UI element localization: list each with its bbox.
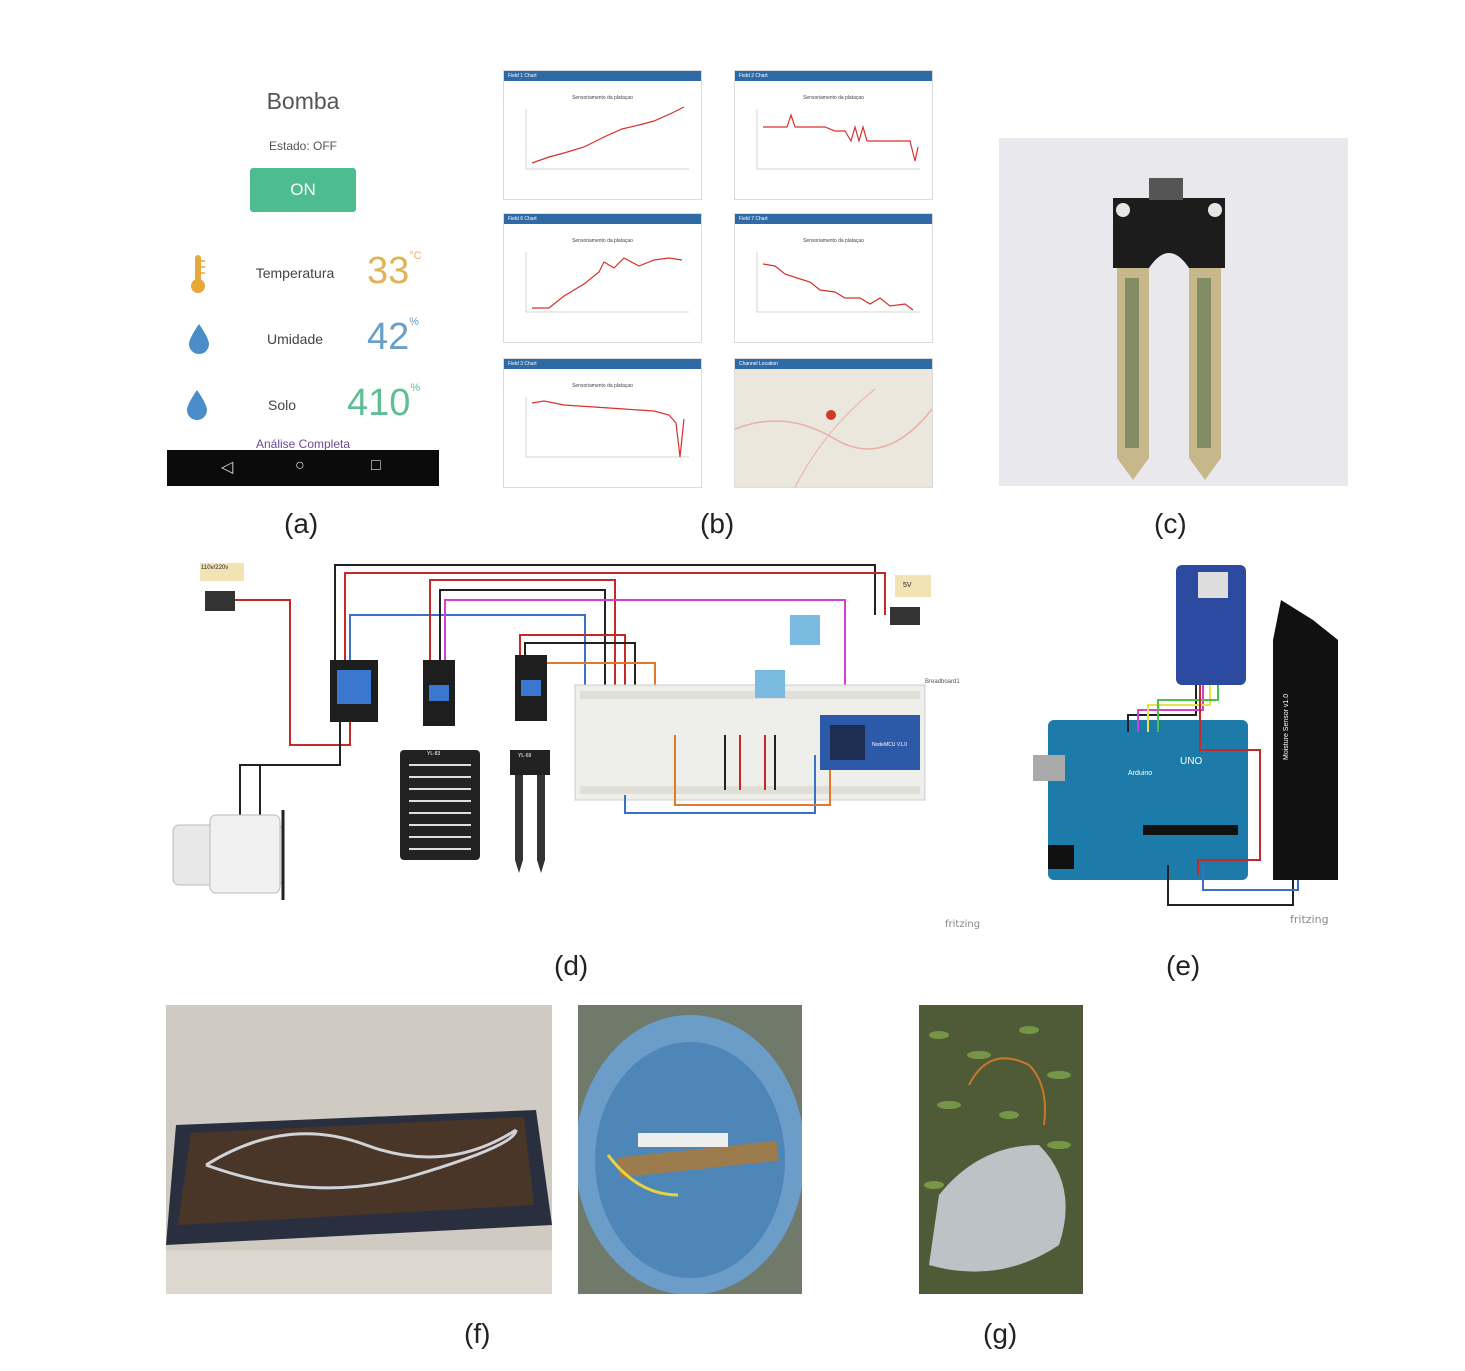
- field-chart: [756, 109, 920, 170]
- rain-sensor-label: YL-83: [427, 751, 441, 757]
- soil-sensor-label: YL-69: [518, 753, 532, 759]
- soil-label: Solo: [267, 397, 297, 413]
- resistive-probe: [1113, 178, 1225, 480]
- humidity-value: 42%: [367, 316, 420, 358]
- circuit-wiring: [172, 563, 931, 900]
- arduino-wiring: [1033, 565, 1338, 906]
- field-chart-widget: Field 3 Chart Sensoriamento da plataçao: [503, 358, 702, 488]
- phone-app-screenshot: Bomba Estado: OFF ON Temperatura 33°C Um…: [167, 70, 439, 486]
- android-nav-bar: ◁ ○ □: [167, 450, 439, 486]
- field-chart: [756, 252, 920, 313]
- bucket-illustration: [578, 1005, 802, 1294]
- caption-c: (c): [1154, 508, 1187, 539]
- caption-d: (d): [554, 950, 589, 981]
- field-chart-widget: Field 7 Chart Sensoriamento da plataçao: [734, 213, 933, 343]
- field-chart: [525, 106, 689, 170]
- caption-a: (a): [284, 508, 319, 539]
- field-chart-widget: Field 1 Chart Sensoriamento da plataçao: [503, 70, 702, 200]
- temperature-label: Temperatura: [255, 265, 335, 281]
- planter-illustration: [166, 1005, 552, 1294]
- widget-header: Field 3 Chart: [504, 359, 701, 369]
- widget-header: Field 6 Chart: [504, 214, 701, 224]
- thermometer-icon: [191, 255, 205, 293]
- temperature-row: Temperatura 33°C: [167, 248, 439, 298]
- pump-state: Estado: OFF: [268, 139, 338, 153]
- caption-e: (e): [1166, 950, 1201, 981]
- thingspeak-dashboard: Field 1 Chart Sensoriamento da plataçao …: [503, 70, 933, 488]
- field-chart-widget: Field 2 Chart Sensoriamento da plataçao: [734, 70, 933, 200]
- fritzing-watermark: fritzing: [945, 919, 981, 930]
- water-drop-icon: [187, 390, 207, 420]
- widget-header: Field 7 Chart: [735, 214, 932, 224]
- field-chart-widget: Field 6 Chart Sensoriamento da plataçao: [503, 213, 702, 343]
- caption-f: (f): [464, 1318, 491, 1349]
- widget-chart-title: Sensoriamento da plataçao: [572, 238, 633, 244]
- caption-g: (g): [983, 1318, 1018, 1349]
- field-sensor-photo: [919, 1005, 1083, 1294]
- planter-box-photo: [166, 1005, 552, 1294]
- nodemcu-circuit-diagram: 110v/220v 5V Breadboard1 YL-83 YL-69 Nod…: [165, 555, 980, 935]
- pump-on-button[interactable]: ON: [250, 168, 356, 212]
- electronics-bucket-photo: [578, 1005, 802, 1294]
- arduino-circuit-diagram: UNO Arduino Capacitive Soil Moisture Sen…: [1028, 560, 1348, 930]
- recent-apps-icon[interactable]: □: [371, 457, 381, 474]
- soil-row: Solo 410%: [167, 380, 439, 430]
- field-chart: [525, 252, 689, 313]
- dc-power-label: 5V: [903, 582, 912, 589]
- arduino-brand: Arduino: [1128, 770, 1153, 777]
- channel-location-widget: Channel Location: [734, 358, 933, 488]
- ac-power-label: 110v/220v: [201, 565, 229, 571]
- soil-moisture-probe-photo: [999, 138, 1348, 486]
- humidity-row: Umidade 42%: [167, 314, 439, 364]
- uno-label: UNO: [1180, 756, 1203, 767]
- app-title: Bomba: [266, 88, 340, 114]
- water-drop-icon: [189, 324, 209, 354]
- widget-chart-title: Sensoriamento da plataçao: [803, 238, 864, 244]
- sensor-label-line1: Capacitive Soil: [1258, 667, 1267, 720]
- breadboard-label: Breadboard1: [925, 679, 960, 685]
- widget-header: Field 1 Chart: [504, 71, 701, 81]
- widget-chart-title: Sensoriamento da plataçao: [572, 95, 633, 101]
- location-map: [735, 369, 932, 487]
- field-chart: [525, 397, 689, 458]
- back-icon[interactable]: ◁: [221, 459, 234, 476]
- fritzing-watermark: fritzing: [1290, 913, 1329, 926]
- humidity-label: Umidade: [266, 331, 324, 347]
- home-icon[interactable]: ○: [295, 457, 305, 474]
- sensor-label-line2: Moisture Sensor v1.0: [1283, 693, 1290, 760]
- widget-chart-title: Sensoriamento da plataçao: [572, 383, 633, 389]
- temperature-value: 33°C: [367, 250, 422, 292]
- caption-b: (b): [700, 508, 735, 539]
- nodemcu-label: NodeMCU V1.0: [872, 742, 908, 748]
- field-illustration: [919, 1005, 1083, 1294]
- full-analysis-link[interactable]: Análise Completa: [255, 437, 351, 451]
- widget-header: Channel Location: [735, 359, 932, 369]
- widget-header: Field 2 Chart: [735, 71, 932, 81]
- soil-value: 410%: [347, 382, 421, 424]
- widget-chart-title: Sensoriamento da plataçao: [803, 95, 864, 101]
